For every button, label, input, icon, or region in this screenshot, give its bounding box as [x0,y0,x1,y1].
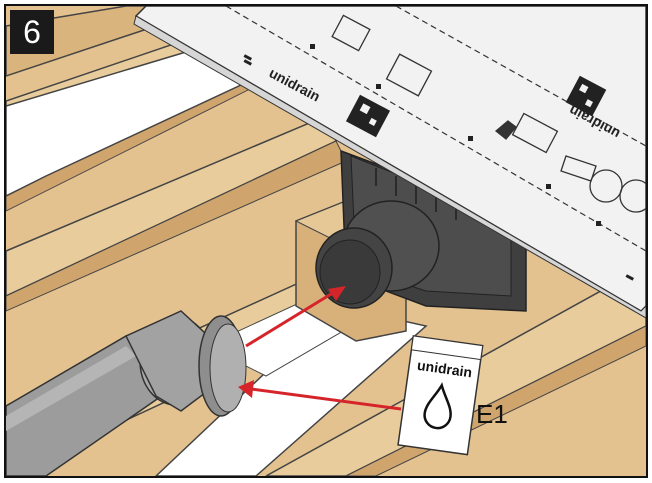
strip-step-markers [310,44,601,226]
arrows [238,286,402,411]
qr-code-icon [345,94,391,138]
packet-label: E1 [476,399,508,429]
label-strip-edge [133,15,646,319]
strip-logo-bars [243,54,635,281]
strip-dash-line [225,6,646,252]
qr-code-icon [565,75,607,117]
arrow-to-pipe [250,387,402,411]
installation-illustration: unidrain unidrain unidrain [6,6,646,476]
pipe-highlight [6,346,136,431]
drain-ribs [375,168,457,220]
pipe-mouth [209,323,247,413]
arrow-head [328,286,346,301]
instruction-pictograms [331,14,646,213]
arrow-head [238,380,254,398]
strip-dash-line [395,6,646,147]
step-number-badge: 6 [10,10,54,54]
illustration-frame: unidrain unidrain unidrain [4,4,648,478]
arrow-to-outlet [245,289,337,348]
pipe [6,335,178,476]
sealant-packet: unidrain [397,335,484,456]
water-drop-icon [423,382,452,430]
packet-brand-text: unidrain [416,357,473,381]
